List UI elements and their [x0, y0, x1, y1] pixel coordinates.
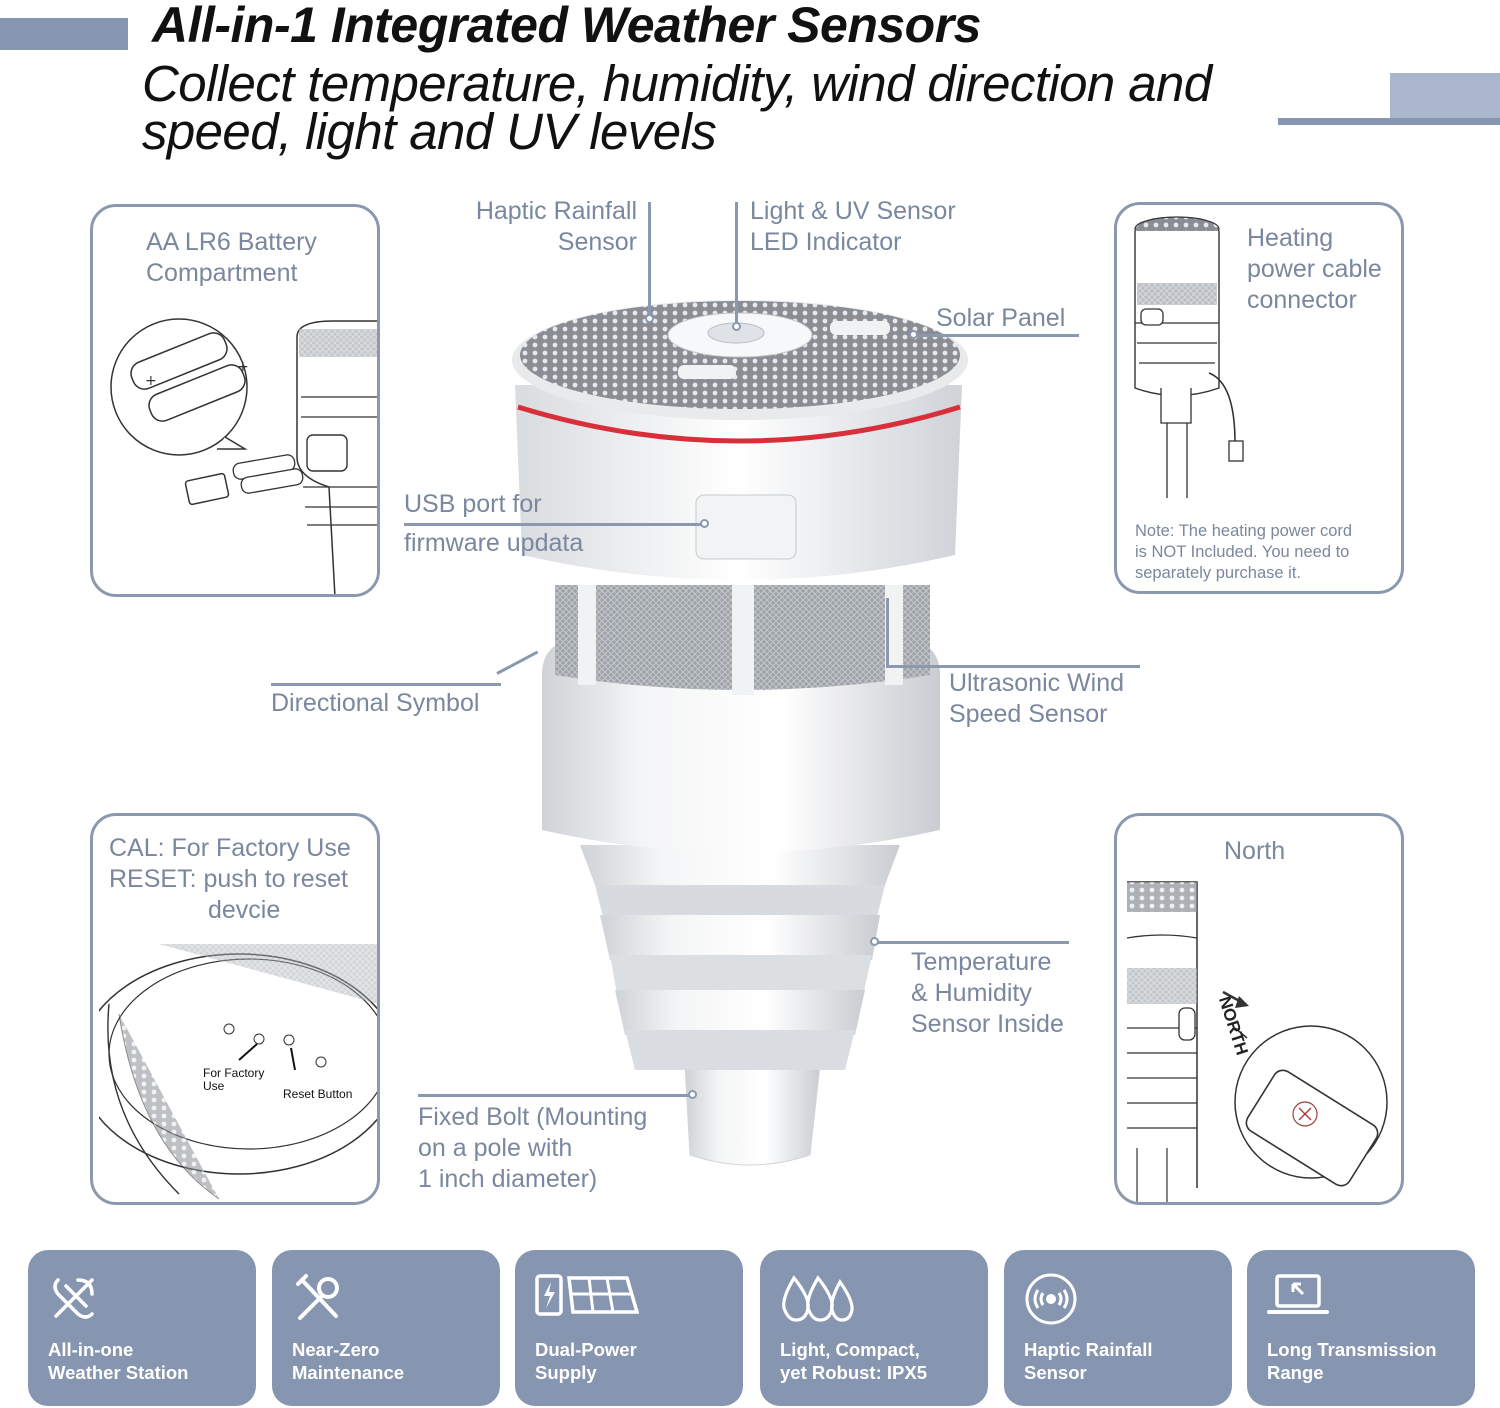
light-callout-line1: Light & UV Sensor — [750, 197, 956, 225]
feature-label-maintenance: Near-Zero Maintenance — [292, 1339, 405, 1383]
page-title: All-in-1 Integrated Weather Sensors — [152, 0, 981, 53]
factory-use-label-line1: For Factory — [203, 1066, 265, 1080]
ultrasonic-callout-line1: Ultrasonic Wind — [949, 669, 1125, 697]
feature-label-transmission: Long Transmission Range — [1267, 1339, 1437, 1383]
battery-panel-title-line1: AA LR6 Battery — [146, 228, 317, 256]
reset-button-drawing — [99, 944, 377, 1200]
light-uv-callout: Light & UV Sensor LED Indicator — [750, 196, 956, 258]
ultrasonic-leader-vertical — [886, 598, 889, 668]
haptic-callout-line1: Haptic Rainfall — [475, 197, 637, 225]
directional-leader-line — [271, 683, 501, 686]
weather-station-illustration — [512, 300, 968, 1166]
header-accent-bar-right — [1390, 73, 1500, 119]
solar-leader-dot — [909, 330, 918, 339]
reset-button-panel: CAL: For Factory Use RESET: push to rese… — [90, 813, 380, 1205]
reset-panel-line2: RESET: push to reset — [109, 865, 349, 893]
bolt-callout-line3: 1 inch diameter) — [418, 1165, 598, 1193]
svg-text:+: + — [145, 373, 157, 389]
plug-icon — [1228, 440, 1244, 462]
feature-card-transmission: Long Transmission Range — [1247, 1250, 1475, 1406]
light-leader-line — [735, 202, 738, 324]
header-accent-bar-left — [0, 18, 128, 50]
heating-cable-panel: Heating power cable connector Note: The … — [1114, 202, 1404, 594]
reset-hole-icon — [283, 1034, 295, 1046]
haptic-leader-dot — [645, 314, 654, 323]
reset-panel-line3: devcie — [208, 896, 281, 924]
heating-panel-title-line3: connector — [1247, 286, 1357, 314]
laptop-icon — [1267, 1274, 1329, 1314]
usb-leader-dot — [700, 519, 709, 528]
aa-battery-icon — [130, 332, 246, 422]
satellite-icon — [53, 1278, 94, 1319]
temp-callout-line2: & Humidity — [911, 979, 1032, 1007]
heating-panel-title-line2: power cable — [1247, 255, 1382, 283]
phone-icon — [1245, 1069, 1379, 1187]
usb-callout-line1: USB port for — [404, 490, 542, 518]
factory-use-label: For Factory Use — [203, 1067, 264, 1093]
battery-drawing: + + — [110, 318, 377, 594]
light-callout-line2: LED Indicator — [750, 228, 902, 256]
battery-compartment-panel: AA LR6 Battery Compartment + + — [90, 204, 380, 597]
heating-connector-drawing — [1134, 216, 1244, 498]
fixed-bolt-callout: Fixed Bolt (Mounting on a pole with 1 in… — [418, 1102, 647, 1195]
haptic-rainfall-callout: Haptic Rainfall Sensor — [457, 196, 637, 258]
heating-note-line2: is NOT Included. You need to — [1135, 543, 1350, 561]
temp-callout-line3: Sensor Inside — [911, 1010, 1064, 1038]
feature-label-ipx5: Light, Compact, yet Robust: IPX5 — [780, 1339, 927, 1383]
usb-leader-line — [404, 523, 704, 526]
temperature-humidity-callout: Temperature & Humidity Sensor Inside — [911, 947, 1064, 1040]
feature-card-haptic: Haptic Rainfall Sensor — [1004, 1250, 1232, 1406]
heating-note-line3: separately purchase it. — [1135, 564, 1302, 582]
temp-callout-line1: Temperature — [911, 948, 1052, 976]
radiation-shield-ribs — [580, 845, 900, 1070]
header-accent-rule — [1278, 118, 1500, 125]
haptic-sensor-icon — [1025, 1273, 1077, 1325]
bolt-leader-line — [418, 1094, 692, 1097]
feature-card-all-in-one: All-in-one Weather Station — [28, 1250, 256, 1406]
tools-icon — [296, 1274, 339, 1320]
feature-card-ipx5: Light, Compact, yet Robust: IPX5 — [760, 1250, 988, 1406]
north-panel-title: North — [1224, 837, 1286, 865]
usb-callout-line2: firmware updata — [404, 529, 584, 557]
ultrasonic-leader-line — [886, 665, 1140, 668]
ultrasonic-callout-line2: Speed Sensor — [949, 700, 1108, 728]
light-leader-dot — [732, 322, 741, 331]
svg-text:+: + — [237, 359, 249, 375]
reset-button-label: Reset Button — [283, 1087, 353, 1101]
factory-use-label-line2: Use — [203, 1079, 225, 1093]
north-orientation-panel: North NORTH — [1114, 813, 1404, 1205]
ultrasonic-wind-callout: Ultrasonic Wind Speed Sensor — [949, 668, 1124, 730]
battery-solar-icon — [535, 1274, 639, 1316]
heating-note-line1: Note: The heating power cord — [1135, 522, 1353, 540]
north-orientation-drawing — [1127, 881, 1388, 1202]
heating-panel-title-line1: Heating — [1247, 224, 1334, 252]
bolt-leader-dot — [688, 1090, 697, 1099]
haptic-leader-line — [648, 202, 651, 318]
solar-panel-callout: Solar Panel — [936, 304, 1066, 332]
feature-label-haptic: Haptic Rainfall Sensor — [1024, 1339, 1153, 1383]
temp-leader-line — [878, 941, 1069, 944]
page-subtitle: Collect temperature, humidity, wind dire… — [142, 55, 1212, 160]
battery-panel-title-line2: Compartment — [146, 259, 298, 287]
usb-port-callout: USB port for firmware updata — [404, 489, 583, 559]
temp-leader-dot — [870, 937, 879, 946]
water-drops-icon — [782, 1275, 854, 1322]
bolt-callout-line2: on a pole with — [418, 1134, 573, 1162]
haptic-callout-line2: Sensor — [557, 228, 637, 256]
solar-leader-line — [916, 334, 1079, 337]
feature-label-all-in-one: All-in-one Weather Station — [48, 1339, 189, 1383]
feature-card-dual-power: Dual-Power Supply — [515, 1250, 743, 1406]
compass-icon — [1292, 1101, 1318, 1127]
feature-label-dual-power: Dual-Power Supply — [535, 1339, 637, 1383]
directional-symbol-callout: Directional Symbol — [271, 689, 480, 717]
feature-card-maintenance: Near-Zero Maintenance — [272, 1250, 500, 1406]
bolt-callout-line1: Fixed Bolt (Mounting — [418, 1103, 648, 1131]
reset-panel-line1: CAL: For Factory Use — [109, 834, 351, 862]
